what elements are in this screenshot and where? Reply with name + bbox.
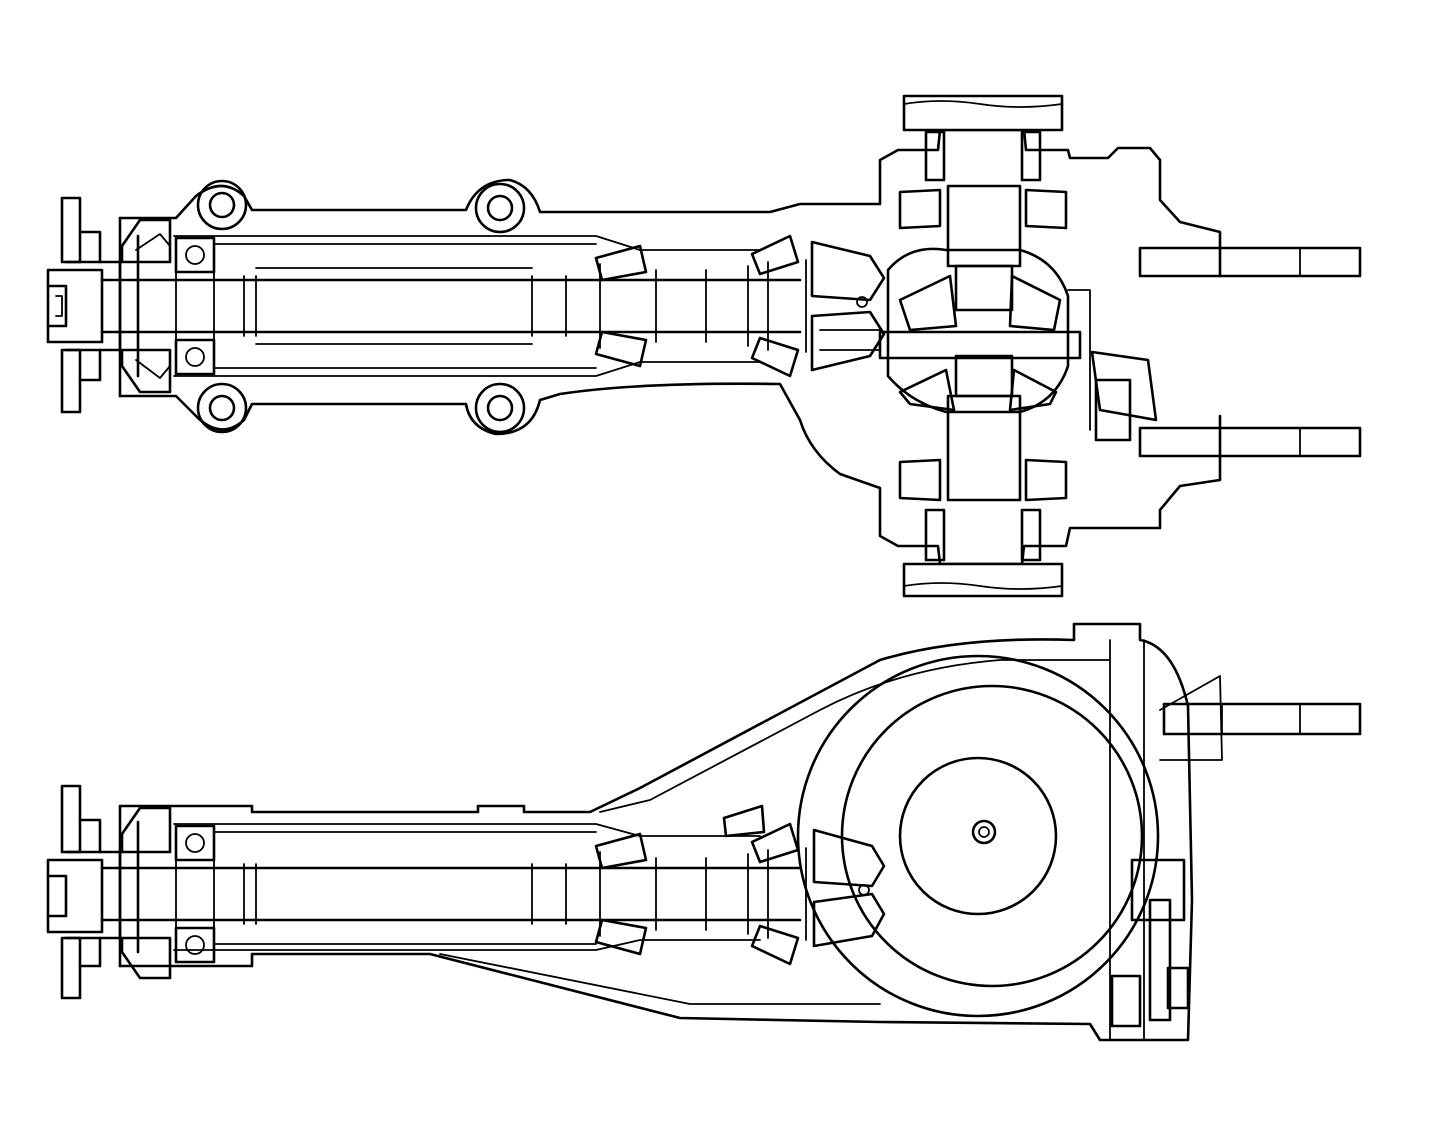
stud-shaft-bottom [1162, 702, 1362, 736]
input-flange-bottom [46, 784, 122, 1000]
pinion-bearings-bottom [594, 804, 800, 966]
pinion-shaft-bottom [100, 847, 807, 941]
axle-housing-bottom [118, 622, 1194, 1042]
pinion-shaft-top [100, 259, 807, 353]
differential-case-top [878, 184, 1091, 502]
bottom-view-section [46, 622, 1362, 1042]
top-view-section [46, 94, 1362, 598]
ring-gear-top [810, 240, 886, 372]
ring-gear-bottom [796, 654, 1160, 1018]
axle-housing-top [118, 128, 1222, 566]
rear-cover-bottom [1110, 675, 1223, 1028]
mounting-lugs-top [196, 179, 526, 434]
stud-shafts-top [1090, 246, 1362, 458]
front-bearing-bottom [120, 806, 216, 980]
input-flange-top [46, 196, 122, 414]
pinion-bearings-top [594, 234, 800, 378]
side-bearings-top [898, 130, 1068, 562]
front-bearing-top [120, 218, 216, 394]
output-shafts-top [902, 94, 1064, 598]
